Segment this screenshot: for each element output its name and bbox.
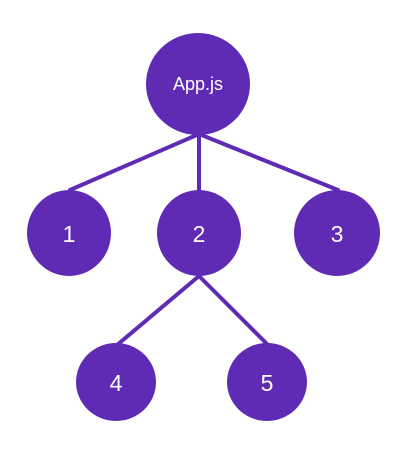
node-4-circle [76, 343, 156, 421]
node-2: 2 [157, 190, 241, 276]
node-2-circle [157, 190, 241, 276]
node-3-circle [294, 190, 380, 276]
node-5: 5 [227, 343, 307, 421]
node-1-label: 1 [63, 221, 76, 247]
node-4: 4 [76, 343, 156, 421]
tree-edges [68, 132, 340, 347]
node-5-label: 5 [261, 370, 274, 396]
edge-root-to-3 [197, 132, 340, 192]
node-root-circle [146, 33, 250, 135]
node-root: App.js [146, 33, 250, 135]
node-1: 1 [27, 190, 111, 276]
node-3: 3 [294, 190, 380, 276]
node-2-label: 2 [193, 221, 206, 247]
edge-root-to-1 [68, 132, 201, 192]
node-5-circle [227, 343, 307, 421]
edge-2-to-5 [197, 274, 270, 347]
node-4-label: 4 [110, 370, 123, 396]
edge-2-to-4 [115, 274, 201, 347]
node-root-label: App.js [173, 74, 223, 94]
node-3-label: 3 [331, 221, 344, 247]
node-1-circle [27, 190, 111, 276]
tree-nodes: App.js 1 2 3 4 5 [27, 33, 380, 421]
